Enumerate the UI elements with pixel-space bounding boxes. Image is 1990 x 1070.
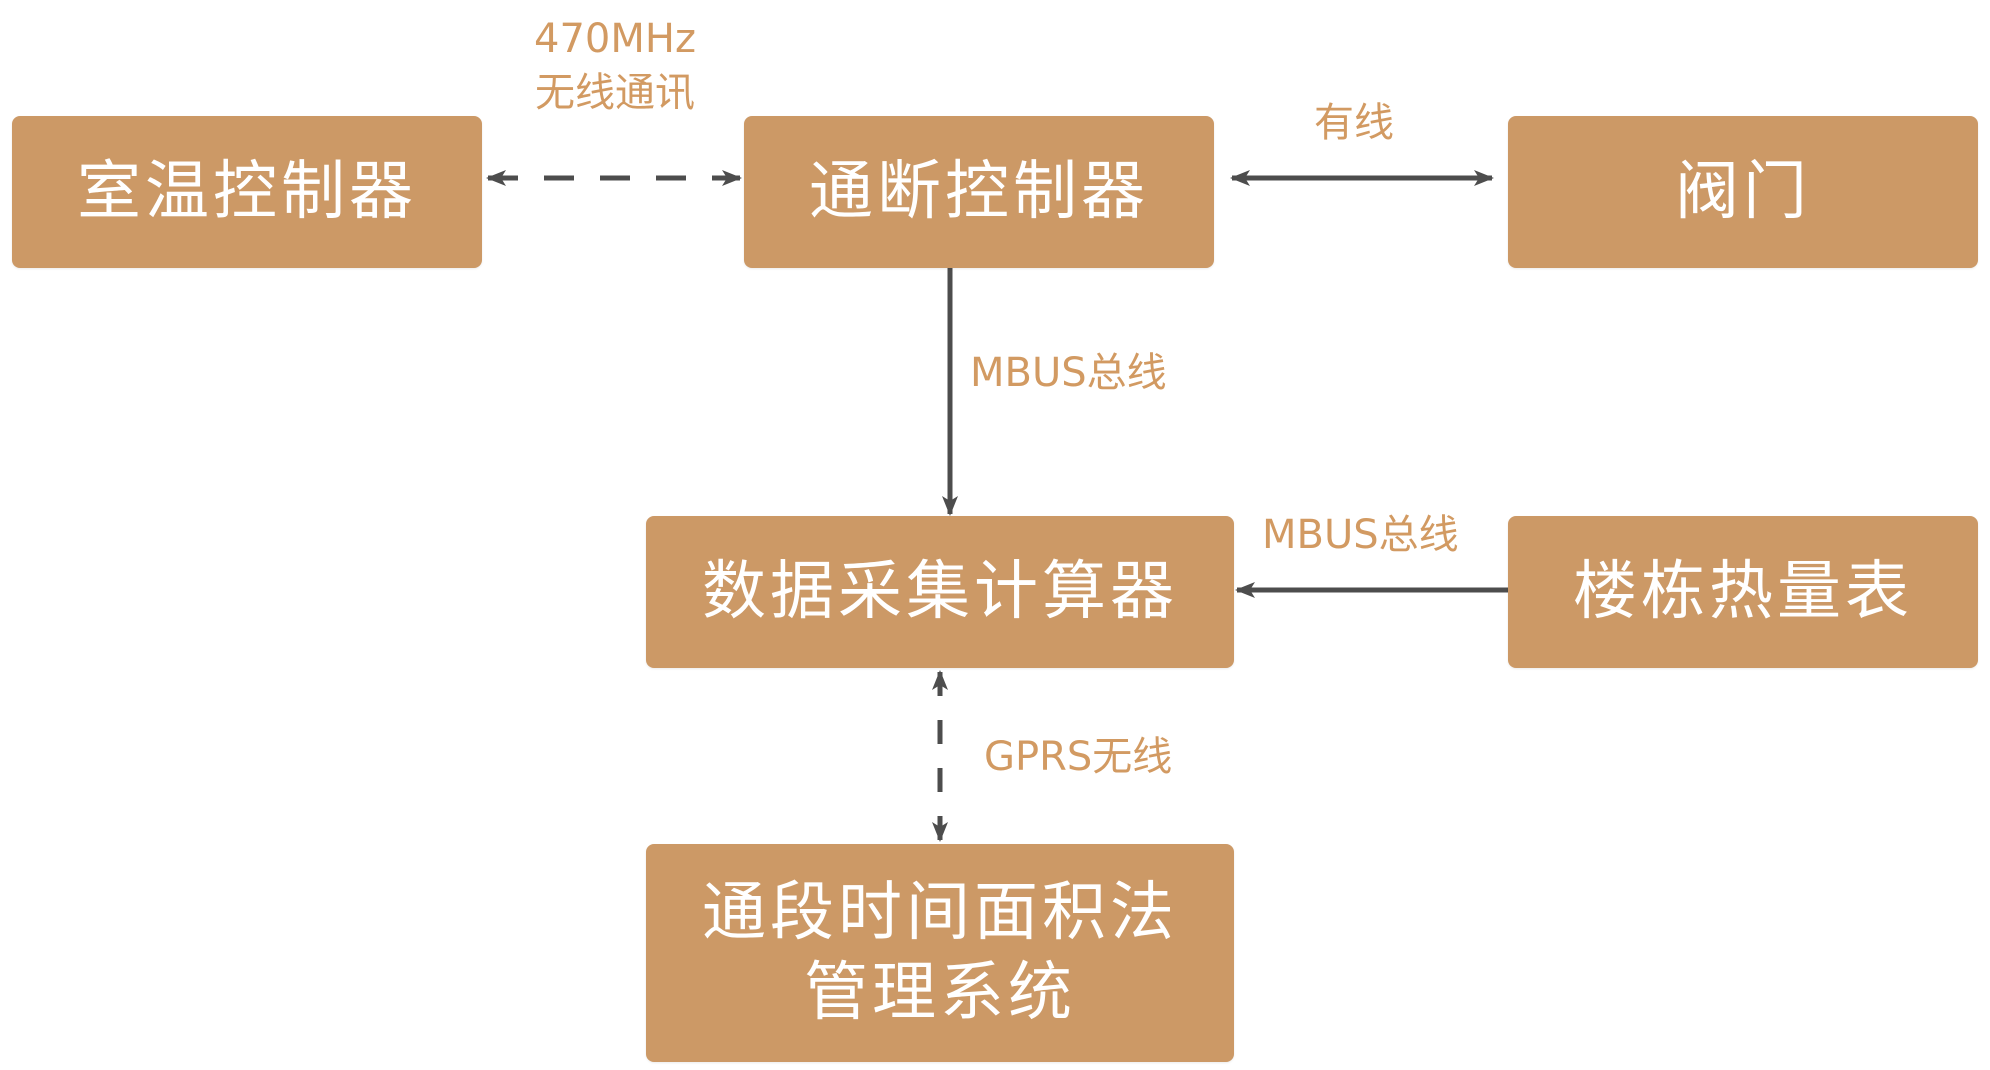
edge-label-meter-to-collector: MBUS总线	[1262, 512, 1459, 558]
node-on-off-controller-label: 通断控制器	[809, 155, 1149, 229]
node-room-temp-controller: 室温控制器	[12, 116, 482, 268]
node-valve: 阀门	[1508, 116, 1978, 268]
node-data-collector: 数据采集计算器	[646, 516, 1234, 668]
node-building-heat-meter-label: 楼栋热量表	[1573, 555, 1913, 629]
edge-label-onoff-to-collector: MBUS总线	[970, 350, 1167, 396]
edge-label-collector-to-system: GPRS无线	[984, 734, 1173, 780]
edge-label-room-to-onoff-line1: 470MHz	[534, 16, 696, 62]
node-room-temp-controller-label: 室温控制器	[77, 155, 417, 229]
node-management-system: 通段时间面积法 管理系统	[646, 844, 1234, 1062]
node-management-system-line1: 通段时间面积法	[702, 876, 1178, 950]
edge-label-room-to-onoff-line2: 无线通讯	[535, 70, 695, 116]
node-building-heat-meter: 楼栋热量表	[1508, 516, 1978, 668]
edge-label-room-to-onoff: 470MHz 无线通讯	[500, 12, 730, 120]
node-management-system-line2: 管理系统	[804, 956, 1076, 1030]
edge-label-onoff-to-valve: 有线	[1314, 100, 1394, 146]
node-data-collector-label: 数据采集计算器	[702, 555, 1178, 629]
node-valve-label: 阀门	[1675, 155, 1811, 229]
node-on-off-controller: 通断控制器	[744, 116, 1214, 268]
